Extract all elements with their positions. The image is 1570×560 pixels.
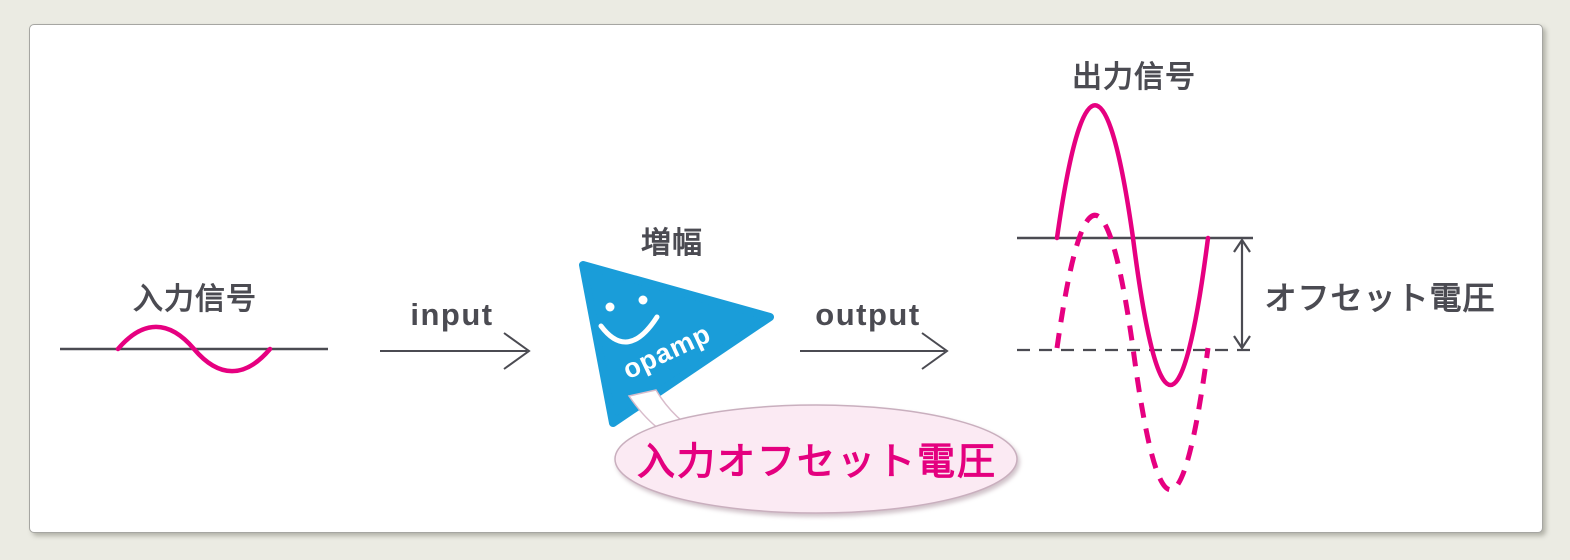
input-arrow (380, 332, 531, 370)
output-sine-dashed (1054, 212, 1211, 492)
offset-measure-arrow (1233, 238, 1251, 350)
output-signal-label: 出力信号 (1072, 61, 1196, 94)
speech-bubble (614, 404, 1018, 514)
opamp-smiley-left-eye (605, 302, 615, 312)
input-sine-wave (115, 324, 273, 374)
input-arrow-label: input (410, 297, 494, 332)
input-signal-label: 入力信号 (133, 283, 257, 316)
output-arrow-label: output (815, 297, 921, 332)
opamp-smiley-mouth (598, 314, 660, 345)
output-arrow (800, 332, 949, 370)
callout-text: 入力オフセット電圧 (636, 441, 998, 484)
opamp-smiley-right-eye (638, 295, 648, 305)
offset-voltage-label: オフセット電圧 (1264, 280, 1496, 316)
amplify-label: 増幅 (641, 227, 703, 260)
output-sine-solid (1054, 103, 1211, 387)
opamp-triangle (579, 261, 774, 427)
